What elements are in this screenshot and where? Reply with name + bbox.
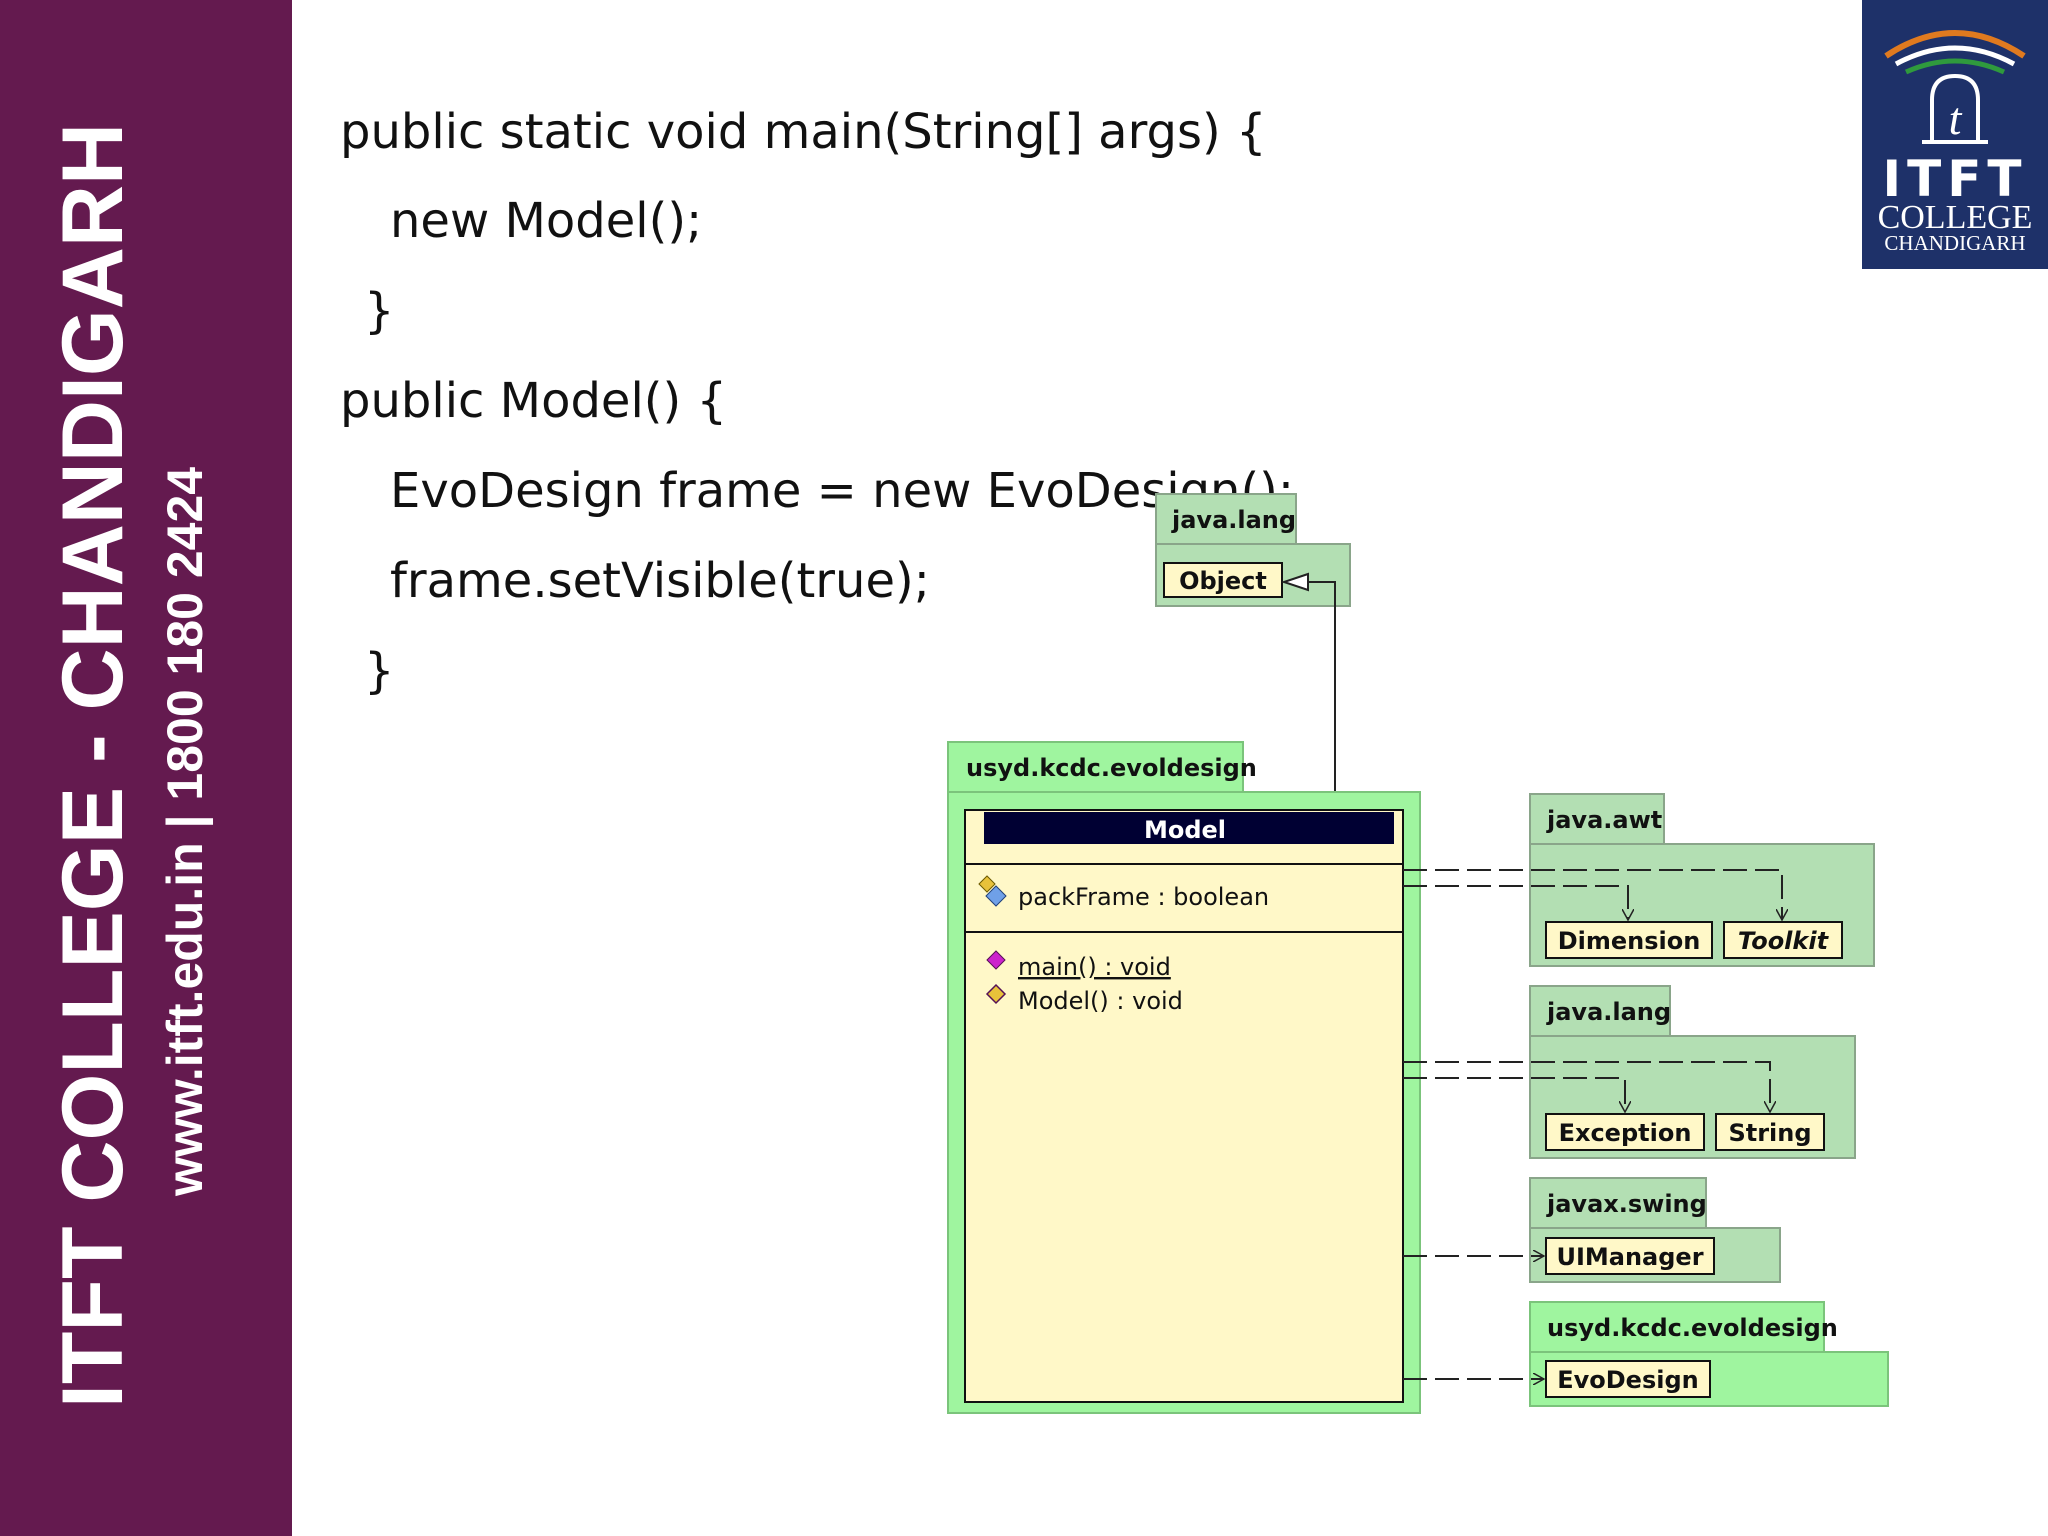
dependency-exception xyxy=(1403,1077,1625,1112)
inheritance-connector xyxy=(1280,572,1336,808)
package-name: javax.swing xyxy=(1546,1190,1707,1218)
code-line-7: } xyxy=(364,643,395,699)
code-line-3: } xyxy=(364,283,395,339)
class-object-label: Object xyxy=(1179,567,1267,595)
class-model[interactable] xyxy=(964,809,1404,1403)
method-main[interactable]: main() : void xyxy=(1018,953,1171,981)
constructor-icon xyxy=(985,983,1007,1005)
package-tab xyxy=(1529,1177,1707,1229)
class-model-header xyxy=(984,812,1394,844)
inheritance-line xyxy=(1308,581,1336,808)
class-uimanager-label: UIManager xyxy=(1556,1243,1703,1271)
package-javax-swing: javax.swing UIManager xyxy=(1529,1177,1781,1283)
package-tab xyxy=(1155,493,1297,545)
package-name: java.lang xyxy=(1171,506,1296,534)
class-evodesign[interactable] xyxy=(1545,1360,1711,1398)
class-string-label: String xyxy=(1728,1119,1811,1147)
logo-letter-t-icon: t xyxy=(1949,93,1963,144)
logo-chandigarh-text: CHANDIGARH xyxy=(1884,231,2025,255)
logo-arc-white xyxy=(1894,45,2016,67)
package-name: java.awt xyxy=(1546,806,1662,834)
attribute-packframe[interactable]: packFrame : boolean xyxy=(1018,883,1269,911)
package-tab xyxy=(947,741,1244,793)
package-java-lang-exception-string: java.lang Exception String xyxy=(1529,985,1856,1159)
package-usyd-kcdc-evoldesign-main: usyd.kcdc.evoldesign Model packFrame : b… xyxy=(947,741,1421,1414)
package-usyd-kcdc-evoldesign-evodesign: usyd.kcdc.evoldesign EvoDesign xyxy=(1529,1301,1889,1407)
static-method-icon xyxy=(986,950,1006,970)
sidebar-band: ITFT COLLEGE - CHANDIGARH www.itft.edu.i… xyxy=(0,0,292,1536)
code-line-4: public Model() { xyxy=(340,373,728,429)
class-model-title: Model xyxy=(1144,816,1226,844)
package-java-awt: java.awt Dimension Toolkit xyxy=(1529,793,1875,967)
package-name: java.lang xyxy=(1546,998,1671,1026)
package-tab xyxy=(1529,985,1671,1037)
dependency-dimension xyxy=(1403,885,1628,920)
class-string[interactable] xyxy=(1715,1113,1825,1151)
package-name: usyd.kcdc.evoldesign xyxy=(966,754,1257,782)
logo-arc-green xyxy=(1904,58,2006,75)
class-dimension-label: Dimension xyxy=(1558,927,1701,955)
class-exception[interactable] xyxy=(1545,1113,1705,1151)
itft-emblem-icon: t ITFT COLLEGE CHANDIGARH xyxy=(1878,30,2033,255)
class-uimanager[interactable] xyxy=(1545,1237,1715,1275)
class-toolkit[interactable] xyxy=(1723,921,1843,959)
logo-arch xyxy=(1930,73,1980,140)
code-line-2: new Model(); xyxy=(390,193,703,249)
package-java-lang-object: java.lang Object xyxy=(1155,493,1351,607)
inheritance-arrow-icon xyxy=(1280,572,1309,592)
code-line-6: frame.setVisible(true); xyxy=(390,553,930,609)
college-logo: t ITFT COLLEGE CHANDIGARH xyxy=(1862,0,2048,269)
package-name: usyd.kcdc.evoldesign xyxy=(1547,1314,1838,1342)
logo-arc-orange xyxy=(1884,30,2026,59)
dependency-connectors xyxy=(1403,869,1782,1379)
logo-itft-text: ITFT xyxy=(1883,150,2028,208)
code-line-1: public static void main(String[] args) { xyxy=(340,104,1267,160)
dependency-string xyxy=(1403,1061,1770,1112)
class-object[interactable] xyxy=(1163,562,1283,598)
method-model[interactable]: Model() : void xyxy=(1018,987,1183,1015)
class-exception-label: Exception xyxy=(1559,1119,1692,1147)
package-tab xyxy=(1529,793,1665,845)
logo-college-text: COLLEGE xyxy=(1878,199,2033,236)
field-icon xyxy=(978,875,1007,907)
class-evodesign-label: EvoDesign xyxy=(1557,1366,1699,1394)
class-toolkit-label: Toolkit xyxy=(1738,927,1830,955)
class-dimension[interactable] xyxy=(1545,921,1713,959)
